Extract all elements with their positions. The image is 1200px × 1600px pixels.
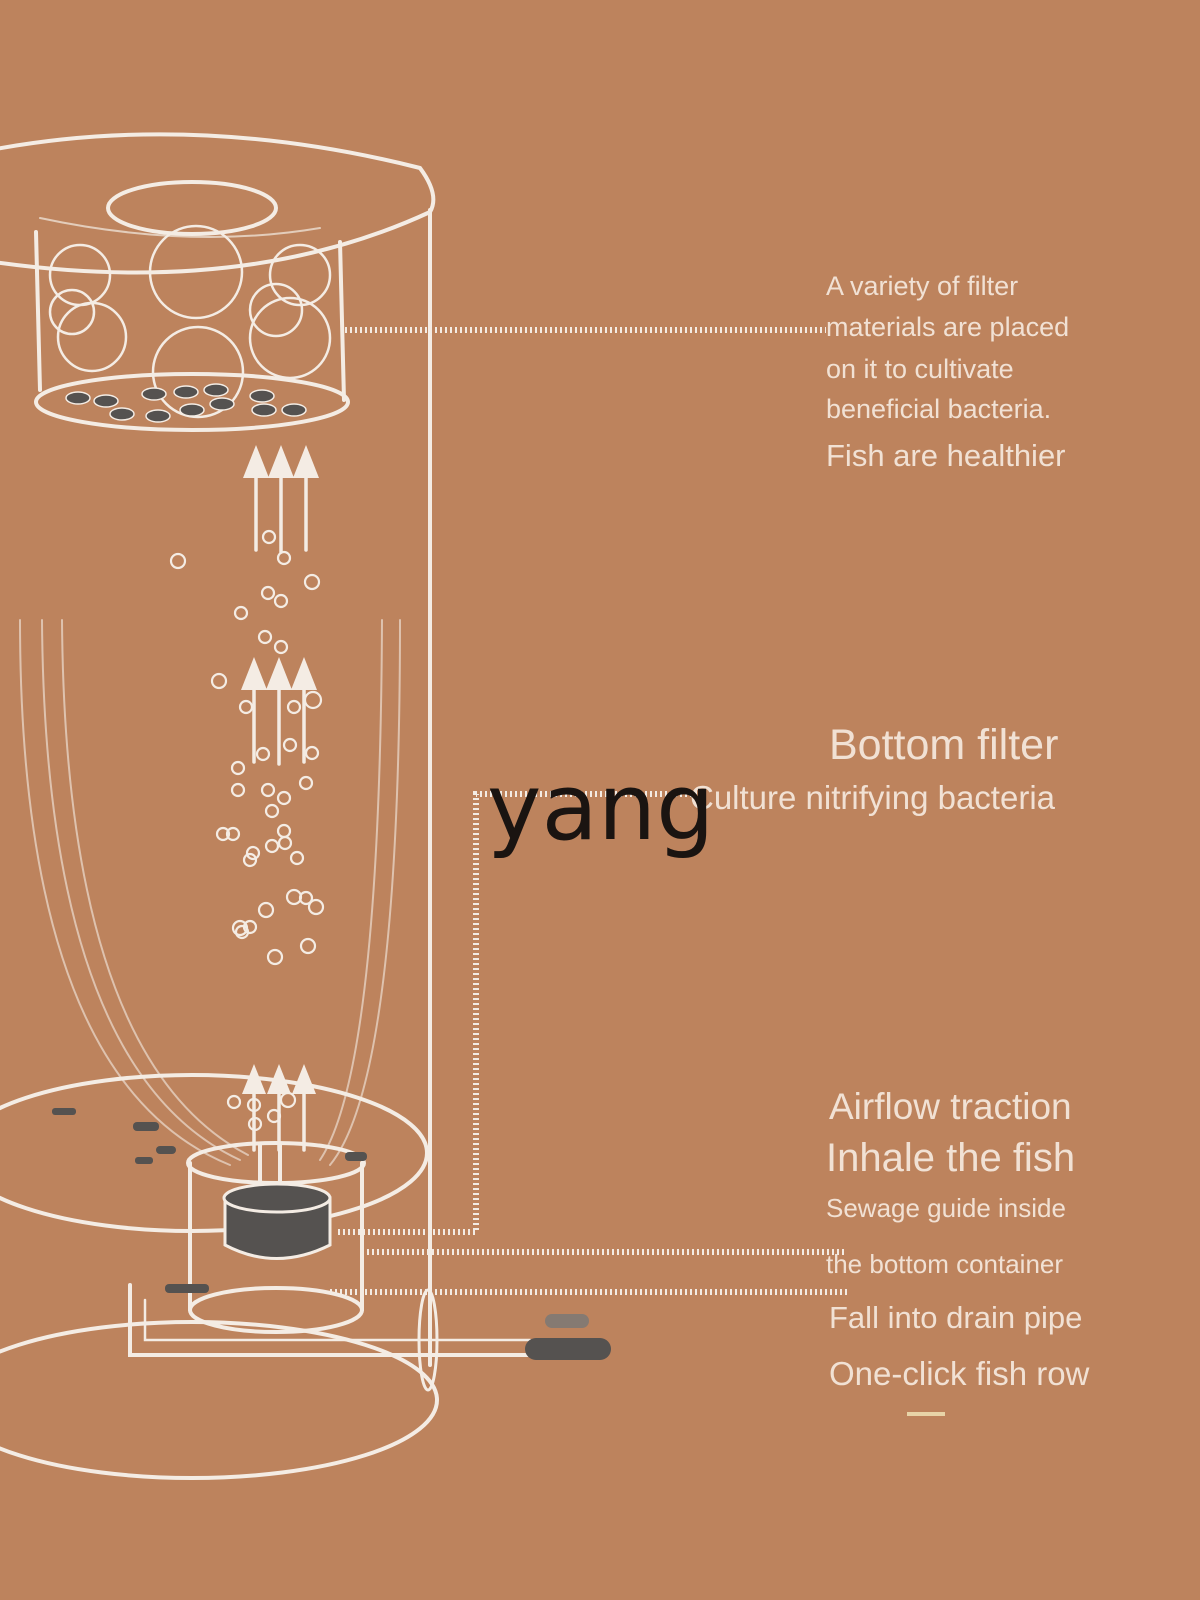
label-airflow-traction: Airflow traction <box>829 1086 1072 1127</box>
label-culture-bacteria: Culture nitrifying bacteria <box>690 779 1055 816</box>
basket-bottom <box>34 372 350 432</box>
up-arrow-icon <box>241 445 319 1152</box>
bubble-icon <box>169 529 325 1132</box>
sewage-container-bottom <box>188 1286 364 1334</box>
air-pump <box>223 1196 332 1260</box>
debris-particles <box>52 1108 367 1293</box>
label-bottom-filter: Bottom filter <box>829 721 1059 769</box>
filter-stones <box>65 383 307 423</box>
label-filter-materials-4: beneficial bacteria. <box>826 394 1052 424</box>
air-pump-top <box>222 1182 332 1214</box>
label-sewage-guide-2: the bottom container <box>826 1249 1064 1279</box>
label-sewage-guide-1: Sewage guide inside <box>826 1193 1066 1223</box>
drain-pipe <box>128 1283 532 1357</box>
label-fish-healthier: Fish are healthier <box>826 438 1066 473</box>
decorative-underline <box>907 1412 945 1416</box>
dark-parts <box>52 383 611 1360</box>
label-filter-materials-1: A variety of filter <box>826 271 1019 301</box>
basket-wall-right <box>338 240 346 402</box>
drain-pipe-inner <box>143 1298 532 1342</box>
label-drain-pipe: Fall into drain pipe <box>829 1300 1083 1335</box>
label-inhale-fish: Inhale the fish <box>826 1136 1076 1180</box>
drain-valve <box>525 1338 611 1360</box>
callout-leaders <box>330 327 848 1295</box>
sewage-container-top <box>186 1141 366 1185</box>
label-one-click: One-click fish row <box>829 1355 1090 1392</box>
top-opening <box>106 180 278 236</box>
cylinder-top-rim-inner <box>39 217 321 238</box>
watermark-text: yang <box>487 754 715 861</box>
airflow-lines <box>19 619 401 1166</box>
label-filter-materials-2: materials are placed <box>826 312 1070 342</box>
pipe-joint <box>417 1288 439 1392</box>
basket-wall-left <box>34 230 42 392</box>
base-outline <box>0 1320 439 1480</box>
drain-valve-knob <box>545 1314 589 1328</box>
cylinder-top-rim <box>0 132 436 275</box>
leader-bottom-filter <box>338 791 700 1235</box>
label-filter-materials-3: on it to cultivate <box>826 354 1014 384</box>
filter-media-rings <box>48 224 332 419</box>
